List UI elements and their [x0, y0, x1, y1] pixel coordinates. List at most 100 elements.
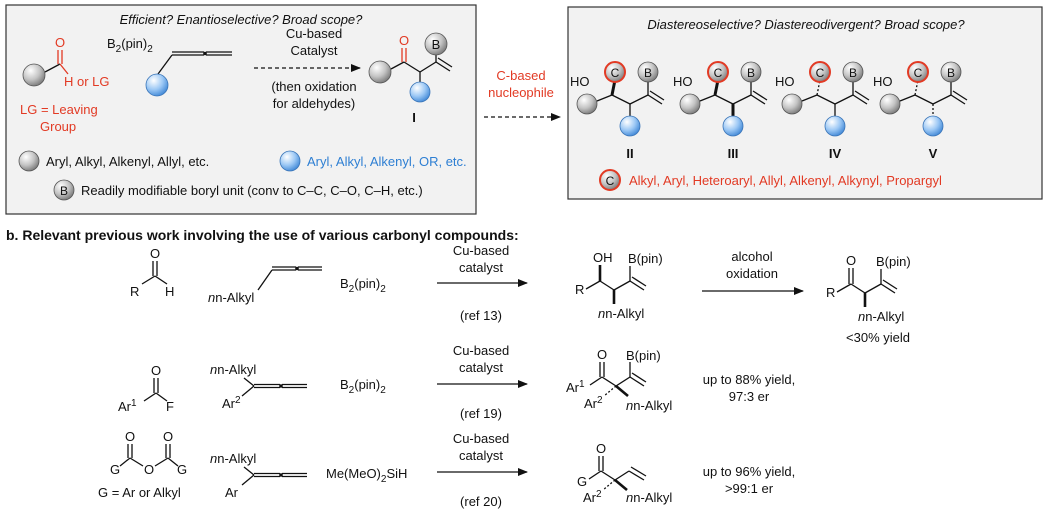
- gray-ball-icon: [879, 93, 901, 115]
- note-line2: for aldehydes): [273, 96, 355, 111]
- gray-ball-icon: [368, 60, 392, 84]
- isomer-label: II: [626, 146, 633, 161]
- row-2: Ar1 O F nn-Alkyl Ar2 B2(pin)2 Cu-based c…: [118, 343, 795, 421]
- c-based-line2: nucleophile: [488, 85, 554, 100]
- arrow-top-line1: Cu-based: [453, 343, 509, 358]
- boryl-legend-icon: [53, 179, 75, 201]
- allene-substrate: [145, 51, 232, 97]
- c-nucleophile-ball-icon: [907, 61, 929, 83]
- bond: [403, 61, 421, 73]
- c-nucleophile-ball-icon: [707, 61, 729, 83]
- row-3: G O O O G G = Ar or Alkyl nn-Alkyl Ar Me…: [98, 429, 795, 509]
- product-label-I: I: [412, 110, 416, 125]
- g-definition: G = Ar or Alkyl: [98, 485, 181, 500]
- product-O: O: [597, 347, 607, 362]
- row1-result: <30% yield: [846, 330, 910, 345]
- allene-center-dot: [279, 473, 283, 477]
- step2-line1: alcohol: [731, 249, 772, 264]
- arrow-top-line2: catalyst: [459, 360, 503, 375]
- bond: [629, 94, 649, 105]
- product-Ar1: Ar1: [566, 379, 585, 395]
- c-legend-icon: [599, 169, 621, 191]
- bond: [882, 279, 898, 290]
- bond: [630, 466, 647, 477]
- c-symbol: C: [914, 66, 923, 80]
- gray-ball-icon: [576, 93, 598, 115]
- bond: [600, 470, 616, 481]
- gray-ball-icon: [679, 93, 701, 115]
- bond: [241, 474, 255, 486]
- isomer-label: V: [929, 146, 938, 161]
- bond: [599, 280, 615, 291]
- blue-ball-icon: [722, 115, 744, 137]
- blue-ball-icon: [409, 81, 431, 103]
- boryl-ball-icon: [637, 61, 659, 83]
- hydroxyl-label: HO: [775, 74, 795, 89]
- boryl-ball-icon: [842, 61, 864, 83]
- anhydride-O-right: O: [163, 429, 173, 444]
- blue-ball-icon: [619, 115, 641, 137]
- bond: [611, 94, 631, 105]
- h-or-lg-label: H or LG: [64, 74, 110, 89]
- final-alkyl: nn-Alkyl: [858, 309, 904, 324]
- bond: [437, 57, 453, 68]
- blue-ball-legend-icon: [279, 150, 301, 172]
- reagent-b2pin2: B2(pin)2: [340, 276, 386, 295]
- reagent-b2pin2: B2(pin)2: [340, 377, 386, 396]
- bond: [864, 283, 882, 294]
- legend-blue-text: Aryl, Alkyl, Alkenyl, OR, etc.: [307, 154, 467, 169]
- final-R: R: [826, 285, 835, 300]
- boryl-symbol: B: [849, 66, 857, 80]
- row3-result-line2: >99:1 er: [725, 481, 774, 496]
- bond: [241, 385, 255, 397]
- bond: [732, 94, 752, 105]
- legend-boryl-text: Readily modifiable boryl unit (conv to C…: [81, 183, 423, 198]
- product-O: O: [596, 441, 606, 456]
- allene-center-dot: [203, 51, 207, 56]
- hydroxyl-label: HO: [873, 74, 893, 89]
- legend-gray-text: Aryl, Alkyl, Alkenyl, Allyl, etc.: [46, 154, 209, 169]
- bond: [601, 376, 617, 387]
- bond: [390, 61, 405, 70]
- bond: [596, 94, 613, 102]
- bond: [880, 283, 896, 294]
- left-box-header: Efficient? Enantioselective? Broad scope…: [120, 12, 364, 27]
- bond: [629, 376, 645, 387]
- panel-b-title: b. Relevant previous work involving the …: [6, 227, 519, 243]
- product-G: G: [577, 474, 587, 489]
- row2-result-line2: 97:3 er: [729, 389, 770, 404]
- product-I: O B I: [368, 32, 453, 125]
- right-box-frame: [567, 6, 1043, 200]
- note-line1: (then oxidation: [271, 79, 356, 94]
- product-alkyl: nn-Alkyl: [598, 306, 644, 321]
- boryl-symbol: B: [947, 66, 955, 80]
- aldehyde-O: O: [150, 246, 160, 261]
- product-Ar2: Ar2: [584, 395, 603, 411]
- blue-ball-icon: [922, 115, 944, 137]
- bond: [141, 275, 156, 285]
- bond: [649, 90, 665, 101]
- reagent-b2pin2: B2(pin)2: [107, 36, 153, 55]
- boryl-ball-icon: [940, 61, 962, 83]
- hash-bond: [603, 385, 617, 397]
- anhydride-O-left: O: [125, 429, 135, 444]
- allene-center-dot: [295, 266, 299, 271]
- aldehyde-H: H: [165, 284, 174, 299]
- anhydride-O-bridge: O: [144, 462, 154, 477]
- bond: [950, 94, 966, 105]
- allene-alkyl: nn-Alkyl: [210, 451, 256, 466]
- wedge-bond: [614, 479, 628, 491]
- boryl-symbol: B: [644, 66, 652, 80]
- bond: [44, 63, 61, 73]
- product-alkyl: nn-Alkyl: [626, 490, 672, 505]
- bond: [631, 276, 647, 287]
- product-alkyl: nn-Alkyl: [626, 398, 672, 413]
- c-symbol: C: [816, 66, 825, 80]
- bond: [854, 90, 870, 101]
- bond: [157, 54, 173, 75]
- bond: [154, 275, 168, 285]
- panel-a-left-box: Efficient? Enantioselective? Broad scope…: [5, 4, 477, 215]
- bond: [801, 94, 818, 102]
- legend-c-text: Alkyl, Aryl, Heteroaryl, Allyl, Alkenyl,…: [629, 173, 942, 188]
- gray-ball-legend-icon: [18, 150, 40, 172]
